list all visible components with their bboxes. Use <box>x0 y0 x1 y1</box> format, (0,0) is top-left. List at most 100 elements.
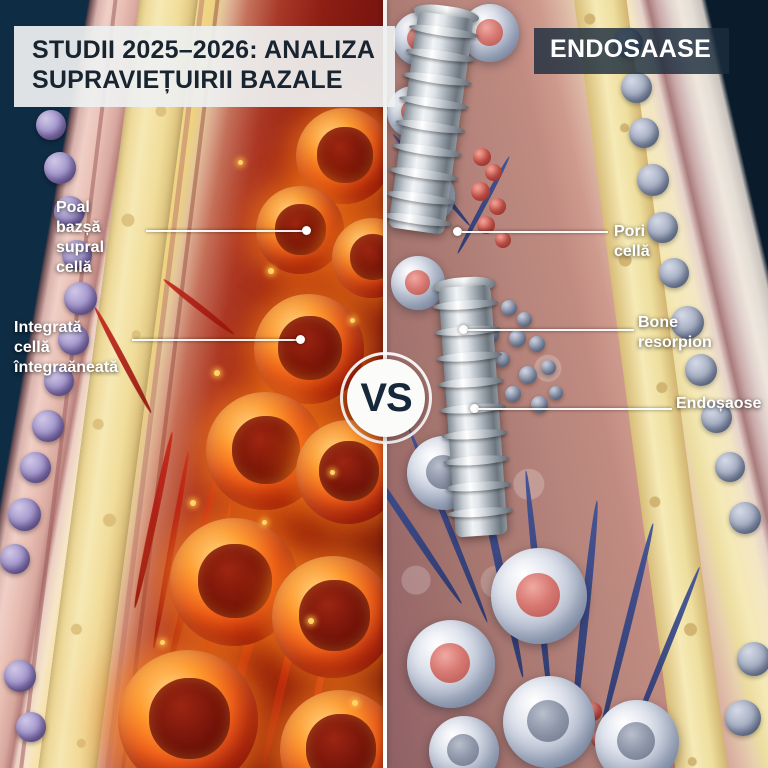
osteocyte-bead <box>647 212 678 243</box>
resorption-granule <box>517 312 532 327</box>
left-panel <box>0 0 385 768</box>
cell-nucleus <box>278 316 342 380</box>
left-callout-2-dot <box>296 335 305 344</box>
right-callout-2-text: Bone resorpion <box>638 314 712 351</box>
osteocyte-bead <box>62 240 92 270</box>
osteocyte-bead <box>629 118 659 148</box>
right-callout-3-leader <box>478 408 672 410</box>
glow-particle <box>330 470 335 475</box>
right-title-banner: ENDOSAASE <box>534 28 730 74</box>
osteocyte-bead <box>0 544 30 574</box>
glow-particle <box>160 640 165 645</box>
osteocyte-bead <box>16 712 46 742</box>
right-callout-1-leader <box>462 231 608 233</box>
resorption-granule <box>541 360 556 375</box>
osteoblast-cell <box>503 676 595 768</box>
glow-particle <box>190 500 196 506</box>
right-callout-2-leader <box>468 329 634 331</box>
osteoblast-cell <box>407 620 495 708</box>
erythrocyte <box>495 232 511 248</box>
osteocyte-bead <box>659 258 689 288</box>
cell-nucleus <box>405 270 430 295</box>
osteocyte-bead <box>715 452 745 482</box>
osteocyte-bead <box>20 452 51 483</box>
resorption-granule <box>519 366 537 384</box>
resorption-granule <box>549 386 563 400</box>
right-callout-3-text: Endoșaose <box>676 395 762 412</box>
osteocyte-bead <box>621 72 652 103</box>
osteocyte-bead <box>671 306 704 339</box>
left-callout-1-dot <box>302 226 311 235</box>
cell-nucleus <box>231 415 301 485</box>
cell-nucleus <box>306 714 376 768</box>
left-callout-1-leader <box>146 230 306 232</box>
erythrocyte <box>485 164 502 181</box>
cell-nucleus <box>515 572 561 618</box>
vs-ring <box>340 352 432 444</box>
cell-nucleus <box>198 543 273 618</box>
right-panel <box>385 0 768 768</box>
osteoclast-cell <box>296 420 385 524</box>
cell-nucleus <box>476 19 503 46</box>
left-callout-2-leader <box>132 339 300 341</box>
cell-nucleus <box>349 234 385 281</box>
osteoclast-cell <box>332 218 385 298</box>
cell-nucleus <box>616 721 656 761</box>
vs-badge: VS <box>340 352 432 444</box>
vs-label: VS <box>360 376 412 420</box>
osteocyte-bead <box>725 700 761 736</box>
cell-nucleus <box>447 734 480 767</box>
cell-nucleus <box>526 699 570 743</box>
osteocyte-bead <box>685 354 717 386</box>
erythrocyte <box>471 182 490 201</box>
osteoclast-cell <box>254 294 364 404</box>
glow-particle <box>350 318 355 323</box>
vs-disc: VS <box>347 359 425 437</box>
osteocyte-bead <box>4 660 36 692</box>
cell-nucleus <box>318 440 380 502</box>
cell-nucleus <box>298 580 370 652</box>
right-title-text: ENDOSAASE <box>550 35 712 63</box>
osteocyte-bead <box>729 502 761 534</box>
resorption-granule <box>505 386 521 402</box>
glow-particle <box>352 700 358 706</box>
osteocyte-bead <box>737 642 768 676</box>
resorption-granule <box>531 396 548 413</box>
osteoclast-cell <box>272 556 385 678</box>
left-callout-1-text: Poal bazșă supral cellă <box>56 199 105 276</box>
osteocyte-bead <box>64 282 97 315</box>
glow-particle <box>238 160 243 165</box>
osteocyte-bead <box>44 366 74 396</box>
osteocyte-bead <box>44 152 76 184</box>
right-callout-2-dot <box>459 325 468 334</box>
erythrocyte <box>473 148 491 166</box>
cell-nucleus <box>275 203 327 255</box>
glow-particle <box>308 618 314 624</box>
right-callout-3-dot <box>470 404 479 413</box>
osteocyte-bead <box>32 410 64 442</box>
left-callout-2-text: Integrată cellă întegraăneată <box>14 319 119 376</box>
resorption-granule <box>509 330 526 347</box>
cell-nucleus <box>429 642 471 684</box>
osteocyte-bead <box>36 110 66 140</box>
erythrocyte <box>489 198 506 215</box>
osteoblast-cell <box>491 548 587 644</box>
glow-particle <box>268 268 274 274</box>
erythrocyte <box>477 216 495 234</box>
osteocyte-bead <box>637 164 669 196</box>
osteocyte-bead <box>8 498 41 531</box>
resorption-granule <box>529 336 545 352</box>
osteocyte-bead <box>701 402 732 433</box>
cell-nucleus <box>148 678 230 760</box>
glow-particle <box>262 520 267 525</box>
osteoblast-cell <box>595 700 679 768</box>
osteocyte-bead <box>58 324 89 355</box>
osteocyte-bead <box>54 196 85 227</box>
osteoblast-cell <box>429 716 499 768</box>
left-title-banner: STUDII 2025–2026: ANALIZA SUPRAVIEȚUIRII… <box>14 26 396 107</box>
left-title-text: STUDII 2025–2026: ANALIZA SUPRAVIEȚUIRII… <box>32 36 376 94</box>
cell-nucleus <box>317 127 373 183</box>
glow-particle <box>214 370 220 376</box>
resorption-granule <box>501 300 517 316</box>
